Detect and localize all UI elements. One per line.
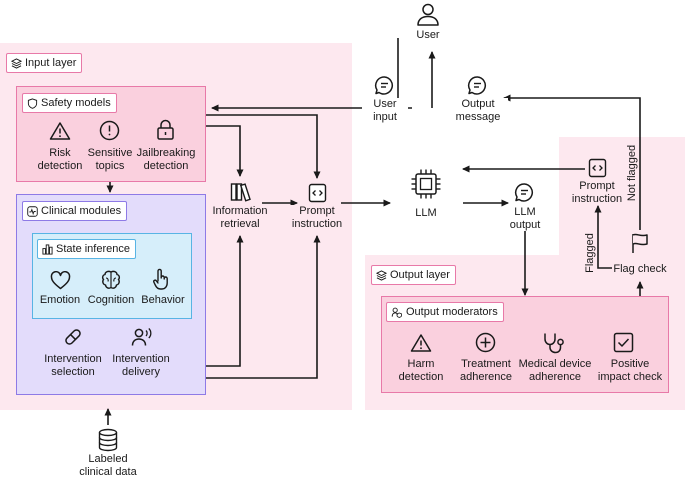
safety-models-tag: Safety models (22, 93, 117, 113)
output-moderators-tag: Output moderators (386, 302, 504, 322)
warning-icon (49, 122, 71, 140)
layers-icon (11, 57, 22, 69)
treatment-adherence-label: Treatment adherence (460, 358, 512, 383)
intervention-selection-label: Intervention selection (44, 353, 102, 378)
cognition-label: Cognition (87, 294, 135, 306)
heart-icon (50, 271, 71, 290)
jailbreaking-detection-label: Jailbreaking detection (136, 147, 196, 172)
user-icon (417, 3, 439, 26)
safety-models-title: Safety models (41, 97, 111, 109)
llm-output-label: LLM output (504, 206, 546, 231)
user-label: User (416, 29, 440, 41)
pulse-icon (27, 205, 38, 217)
emotion-label: Emotion (39, 294, 81, 306)
stethoscope-icon (544, 333, 564, 354)
information-retrieval-label: Information retrieval (206, 205, 274, 230)
risk-detection-label: Risk detection (37, 147, 83, 172)
input-layer-tag: Input layer (6, 53, 83, 73)
lock-icon (157, 119, 174, 140)
pointing-hand-icon (153, 268, 168, 290)
output-layer-tag: Output layer (371, 265, 456, 285)
moderator-icon (391, 307, 402, 318)
positive-impact-check-label: Positive impact check (597, 358, 663, 383)
exclamation-circle-icon (99, 120, 120, 141)
harm-detection-label: Harm detection (398, 358, 444, 383)
llm-label: LLM (415, 207, 437, 219)
checkbox-icon (613, 332, 634, 353)
bar-chart-icon (42, 243, 53, 255)
database-icon (98, 428, 118, 452)
output-moderators-title: Output moderators (406, 306, 498, 318)
pill-icon (65, 329, 81, 345)
not-flagged-label: Not flagged (626, 144, 638, 202)
chat-bubble-icon (374, 76, 393, 95)
state-inference-title: State inference (56, 243, 130, 255)
state-inference-tag: State inference (37, 239, 136, 259)
prompt-instruction-right-label: Prompt instruction (564, 180, 630, 205)
input-layer-title: Input layer (25, 57, 77, 69)
sensitive-topics-label: Sensitive topics (87, 147, 133, 172)
flag-icon (632, 233, 648, 253)
user-input-label: User input (362, 98, 408, 123)
clinical-modules-title: Clinical modules (41, 205, 122, 217)
speaking-person-icon (131, 328, 152, 346)
labeled-clinical-data-label: Labeled clinical data (79, 453, 137, 478)
chip-icon (411, 169, 441, 199)
brain-icon (101, 270, 121, 289)
intervention-delivery-label: Intervention delivery (112, 353, 170, 378)
chat-bubble-icon (514, 183, 533, 202)
clinical-modules-tag: Clinical modules (22, 201, 128, 221)
flag-check-label: Flag check (612, 263, 668, 276)
chat-bubble-icon (467, 76, 486, 95)
prompt-instruction-left-label: Prompt instruction (284, 205, 350, 230)
medical-device-adherence-label: Medical device adherence (518, 358, 592, 383)
shield-icon (27, 97, 38, 109)
flagged-label: Flagged (584, 233, 596, 273)
layers-icon (376, 269, 387, 281)
warning-icon (410, 334, 432, 352)
plus-circle-icon (475, 332, 496, 353)
code-file-icon (308, 183, 327, 203)
code-file-icon (588, 158, 607, 178)
behavior-label: Behavior (141, 294, 185, 306)
output-layer-title: Output layer (390, 269, 450, 281)
books-icon (230, 183, 251, 202)
output-message-label: Output message (448, 98, 508, 123)
